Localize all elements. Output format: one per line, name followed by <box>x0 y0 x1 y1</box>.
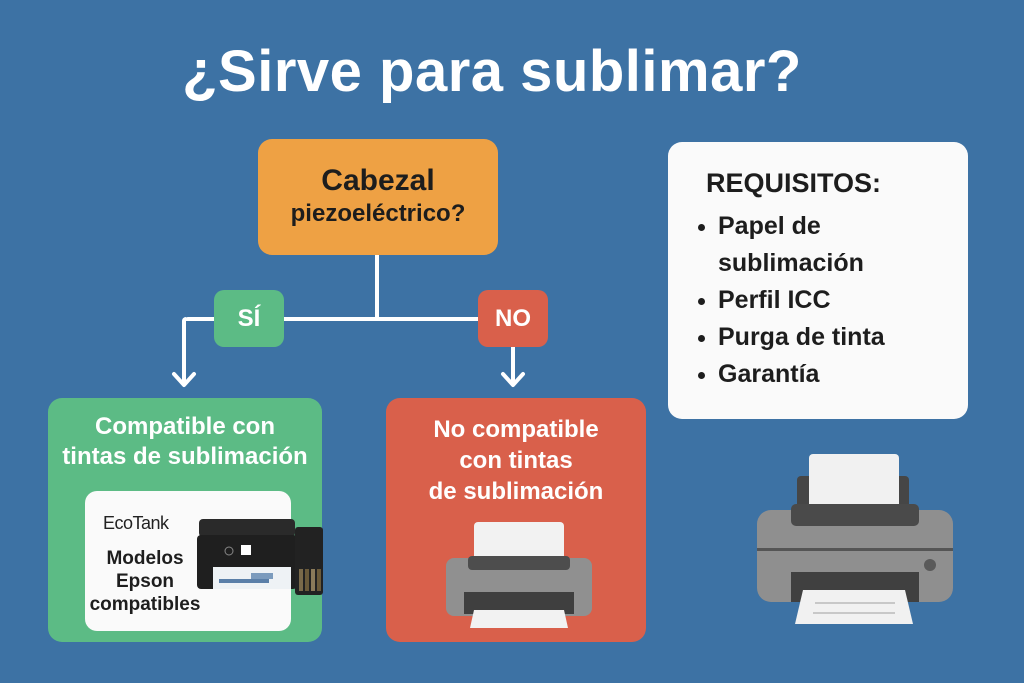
arrow-down-icon <box>172 372 196 387</box>
question-line-1: Cabezal <box>321 164 435 197</box>
bullet-icon <box>698 335 705 342</box>
not-compatible-title-line-3: de sublimación <box>428 478 604 505</box>
connector-vertical-main <box>375 255 379 320</box>
not-compatible-title-line-1: No compatible <box>433 416 599 443</box>
requirement-text: Papel de <box>718 212 821 240</box>
requirement-text-cont: sublimación <box>718 249 864 277</box>
ecotank-printer-icon <box>197 519 323 595</box>
requirement-text: Garantía <box>718 360 820 388</box>
bullet-icon <box>698 298 705 305</box>
connector-horizontal <box>284 317 478 321</box>
no-badge: NO <box>478 290 548 347</box>
yes-badge: SÍ <box>214 290 284 347</box>
compatible-card: Compatible con tintas de sublimación Eco… <box>48 398 323 642</box>
requirements-panel: REQUISITOS: Papel de sublimación Perfil I… <box>668 142 968 419</box>
requirements-title: REQUISITOS: <box>706 168 882 198</box>
requirements-list: Papel de sublimación Perfil ICC Purga de … <box>696 208 885 393</box>
connector-right-down <box>511 347 515 385</box>
requirement-item: Papel de sublimación <box>696 208 885 282</box>
compatible-title-line-1: Compatible con <box>94 413 275 440</box>
bullet-icon <box>698 372 705 379</box>
requirement-item: Perfil ICC <box>696 282 885 319</box>
not-compatible-card-title: No compatible con tintas de sublimación <box>386 414 646 507</box>
compatible-title-line-2: tintas de sublimación <box>62 443 308 470</box>
requirement-item: Purga de tinta <box>696 319 885 356</box>
page-title: ¿Sirve para sublimar? <box>182 39 802 104</box>
epson-models-text: Modelos Epson compatibles <box>85 547 205 616</box>
printer-icon <box>446 522 592 628</box>
requirement-item: Garantía <box>696 356 885 393</box>
models-line-3: compatibles <box>89 594 201 615</box>
models-line-2: Epson <box>115 571 175 592</box>
requirement-text: Perfil ICC <box>718 286 831 314</box>
bullet-icon <box>698 224 705 231</box>
connector-left-stub <box>184 317 214 321</box>
requirement-text: Purga de tinta <box>718 323 885 351</box>
not-compatible-card: No compatible con tintas de sublimación <box>386 398 646 642</box>
question-box: Cabezal piezoeléctrico? <box>258 139 498 255</box>
epson-models-panel: EcoTank Modelos Epson compatibles <box>85 491 323 631</box>
connector-left-down <box>182 317 186 385</box>
ecotank-logo: EcoTank <box>103 513 169 533</box>
not-compatible-title-line-2: con tintas <box>459 447 573 474</box>
compatible-card-title: Compatible con tintas de sublimación <box>48 412 322 472</box>
printer-icon <box>757 454 953 624</box>
question-line-2: piezoeléctrico? <box>290 200 466 227</box>
models-line-1: Modelos <box>106 548 184 569</box>
arrow-down-icon <box>501 372 525 387</box>
